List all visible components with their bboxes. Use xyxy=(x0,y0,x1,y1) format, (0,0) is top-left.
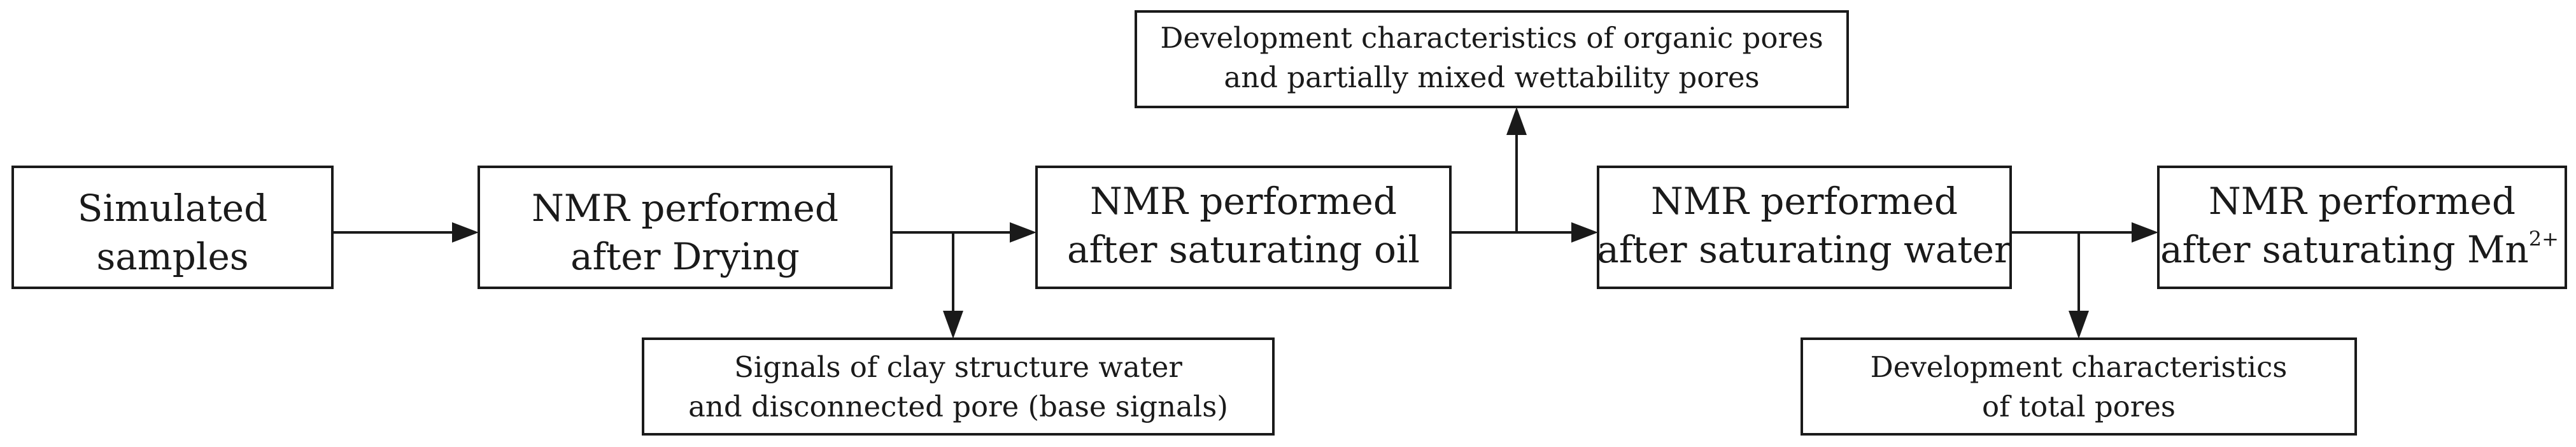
nmr-water-box: NMR performed after saturating water xyxy=(1597,166,2012,289)
organic-pores-box: Development characteristics of organic p… xyxy=(1135,10,1849,108)
arrow-drying-to-oil xyxy=(891,222,1037,243)
nmr-oil-box: NMR performed after saturating oil xyxy=(1035,166,1452,289)
nmr-water-label-line1: NMR performed xyxy=(1651,180,1958,223)
total-pores-label-line1: Development characteristics xyxy=(1871,350,2288,384)
nmr-water-label-line2: after saturating water xyxy=(1597,228,2012,271)
nmr-mn-label-text: after saturating Mn xyxy=(2160,228,2529,271)
arrow-to-total-pores xyxy=(2069,232,2089,339)
arrow-water-to-mn xyxy=(2011,222,2158,243)
nmr-mn-box: NMR performed after saturating Mn2+ xyxy=(2157,166,2567,289)
arrow-oil-to-water xyxy=(1450,222,1598,243)
simulated-samples-label-line1: Simulated xyxy=(78,187,268,230)
nmr-oil-label-line2: after saturating oil xyxy=(1067,228,1420,271)
arrow-to-organic-pores xyxy=(1506,107,1527,232)
total-pores-box: Development characteristics of total por… xyxy=(1801,337,2357,436)
organic-pores-label-line1: Development characteristics of organic p… xyxy=(1160,21,1823,55)
simulated-samples-label-line2: samples xyxy=(96,235,248,278)
nmr-mn-superscript: 2+ xyxy=(2529,227,2559,251)
simulated-samples-box: Simulated samples xyxy=(11,166,334,289)
nmr-mn-label-line2: after saturating Mn2+ xyxy=(2160,227,2559,271)
base-signals-label-line2: and disconnected pore (base signals) xyxy=(688,390,1228,423)
nmr-mn-label-line1: NMR performed xyxy=(2209,180,2516,223)
nmr-drying-label-line2: after Drying xyxy=(570,235,800,278)
arrow-to-base-signals xyxy=(943,232,963,339)
nmr-oil-label-line1: NMR performed xyxy=(1090,180,1397,223)
base-signals-label-line1: Signals of clay structure water xyxy=(734,350,1182,384)
base-signals-box: Signals of clay structure water and disc… xyxy=(642,337,1275,436)
arrow-samples-to-drying xyxy=(332,222,479,243)
nmr-drying-label-line1: NMR performed xyxy=(532,187,839,230)
total-pores-label-line2: of total pores xyxy=(1982,390,2176,423)
nmr-drying-box: NMR performed after Drying xyxy=(478,166,893,289)
organic-pores-label-line2: and partially mixed wettability pores xyxy=(1224,60,1759,94)
